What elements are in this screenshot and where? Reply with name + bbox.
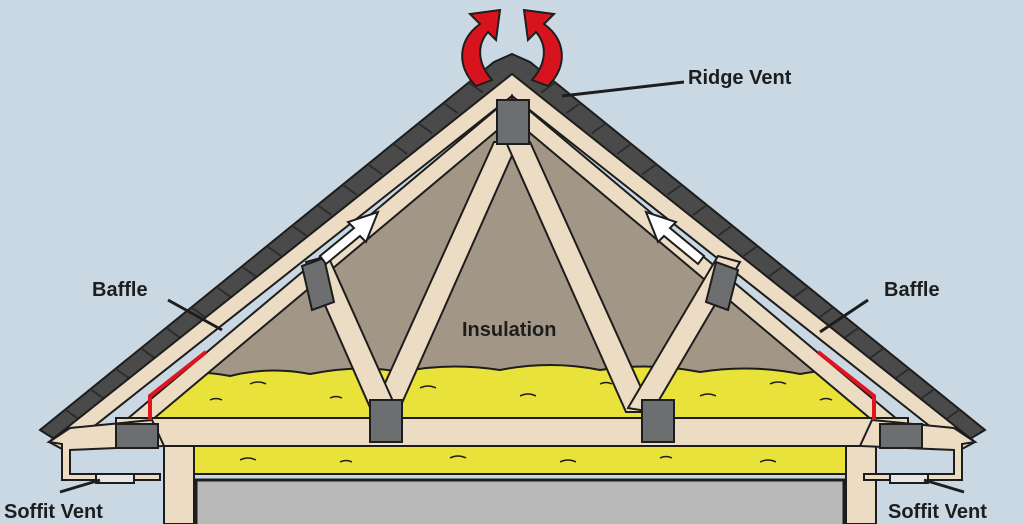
insulation-label: Insulation [462,319,556,341]
exhaust-arrow-icon [461,8,563,88]
baffle-label-left: Baffle [92,279,148,301]
soffit-vent-right [889,473,929,484]
leader-lines [59,80,965,494]
interior-room [194,478,846,524]
soffit-vent-label-left: Soffit Vent [4,501,103,523]
soffit-vent-label-right: Soffit Vent [888,501,987,523]
soffit-vent-left [95,473,135,484]
ridge-vent-label: Ridge Vent [688,67,792,89]
airflow-arrow-icon [318,210,706,266]
baffles [148,350,876,420]
attic-insulation [149,364,881,419]
baffle-label-right: Baffle [884,279,940,301]
exterior-walls [163,445,877,524]
bottom-chord [115,417,909,447]
ceiling-insulation [193,445,847,475]
truss-plates [115,99,923,449]
